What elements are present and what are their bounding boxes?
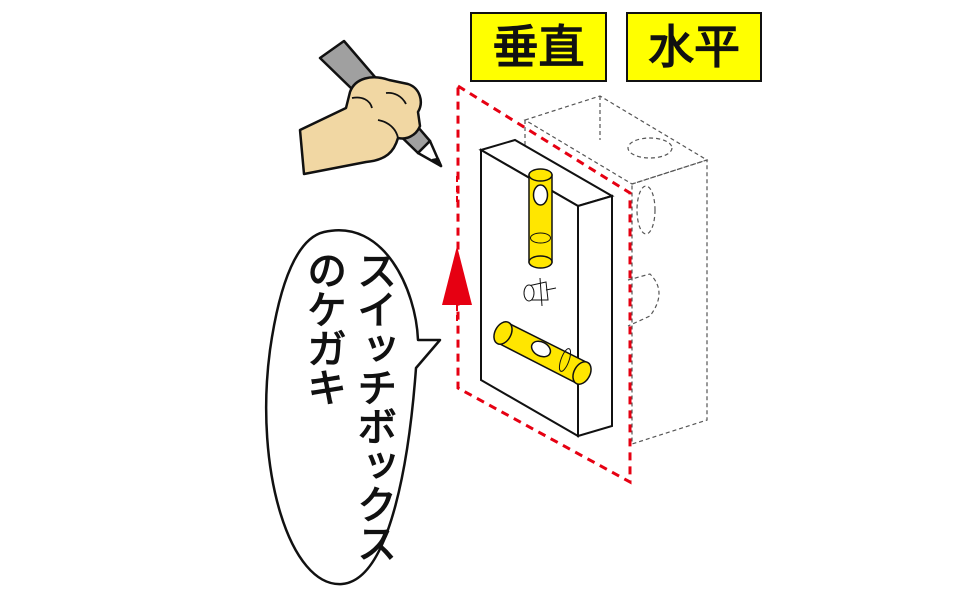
up-arrow-icon [442, 176, 472, 322]
label-vertical: 垂直 [470, 12, 607, 82]
horizontal-vial [493, 320, 592, 386]
callout-line-2: のケガキ [300, 250, 346, 406]
callout-line-1: スイッチボックス [350, 250, 396, 562]
callout-text: スイッチボックス のケガキ [298, 250, 398, 570]
speech-bubble [264, 229, 442, 586]
vertical-vial [528, 168, 553, 269]
hand-holding-pencil-icon [298, 39, 443, 176]
label-horizontal: 水平 [626, 12, 762, 82]
center-mark [523, 277, 557, 307]
